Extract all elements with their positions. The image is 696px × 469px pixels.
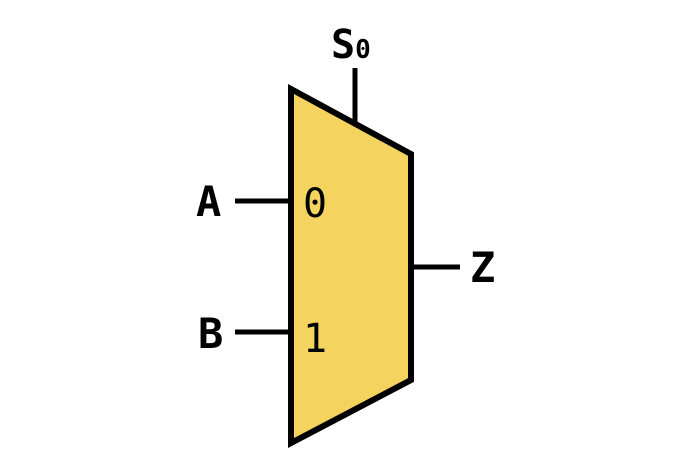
select-label-main: S: [331, 22, 355, 68]
input-b-label: B: [198, 309, 223, 358]
select-label: S0: [331, 22, 371, 68]
output-z-label: Z: [470, 243, 495, 292]
port-1-label: 1: [303, 316, 327, 362]
mux-body: [288, 83, 414, 448]
select-label-subscript: 0: [355, 35, 371, 65]
port-0-label: 0: [303, 181, 327, 227]
input-a-label: A: [196, 177, 221, 226]
